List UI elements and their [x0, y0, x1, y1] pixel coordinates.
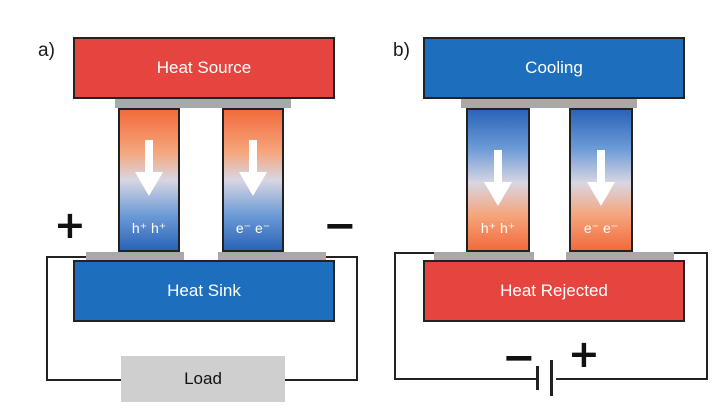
minus-terminal-a: − [323, 203, 357, 249]
hole-carriers-a: h⁺ h⁺ [131, 220, 167, 236]
bottom-contact-a-left [86, 252, 184, 260]
n-type-leg-b: e⁻ e⁻ [569, 108, 633, 252]
wire-a-bottom-left [46, 379, 122, 381]
wire-b-top-right [674, 252, 708, 254]
heat-sink-label: Heat Sink [167, 281, 241, 300]
panel-b-label: b) [393, 40, 410, 61]
hole-carriers-b: h⁺ h⁺ [480, 220, 516, 236]
heat-source-label: Heat Source [156, 58, 252, 77]
wire-b-left [394, 252, 396, 380]
p-type-leg-a: h⁺ h⁺ [118, 108, 180, 252]
down-arrow-icon [587, 150, 615, 206]
wire-a-top-right [326, 256, 358, 258]
battery-icon [536, 360, 558, 396]
plus-terminal-a: + [54, 203, 86, 247]
p-type-leg-b: h⁺ h⁺ [466, 108, 530, 252]
panel-a-label: a) [38, 40, 55, 61]
down-arrow-icon [135, 140, 163, 196]
load-label: Load [184, 369, 222, 388]
n-type-leg-a: e⁻ e⁻ [222, 108, 284, 252]
wire-b-bottom-right [556, 378, 708, 380]
cooling-block: Cooling [423, 37, 685, 99]
battery-short-plate [550, 360, 553, 396]
wire-a-bottom-right [284, 379, 358, 381]
wire-a-left [46, 256, 48, 381]
wire-b-top-left [394, 252, 434, 254]
load-block: Load [121, 356, 285, 402]
plus-terminal-b: + [568, 332, 600, 376]
down-arrow-icon [484, 150, 512, 206]
bottom-contact-b-right [566, 252, 674, 260]
electron-carriers-a: e⁻ e⁻ [235, 220, 271, 236]
heat-rejected-block: Heat Rejected [423, 260, 685, 322]
heat-sink-block: Heat Sink [73, 260, 335, 322]
wire-a-right [356, 256, 358, 381]
down-arrow-icon [239, 140, 267, 196]
top-contact-b [461, 99, 637, 108]
minus-terminal-b: − [502, 335, 536, 381]
heat-rejected-label: Heat Rejected [500, 281, 608, 300]
bottom-contact-b-left [434, 252, 534, 260]
battery-long-plate [536, 366, 539, 390]
top-contact-a [115, 99, 291, 108]
wire-b-bottom-left [394, 378, 537, 380]
wire-a-top-left [46, 256, 86, 258]
wire-b-right [706, 252, 708, 380]
heat-source-block: Heat Source [73, 37, 335, 99]
cooling-label: Cooling [525, 58, 583, 77]
bottom-contact-a-right [218, 252, 326, 260]
electron-carriers-b: e⁻ e⁻ [583, 220, 619, 236]
